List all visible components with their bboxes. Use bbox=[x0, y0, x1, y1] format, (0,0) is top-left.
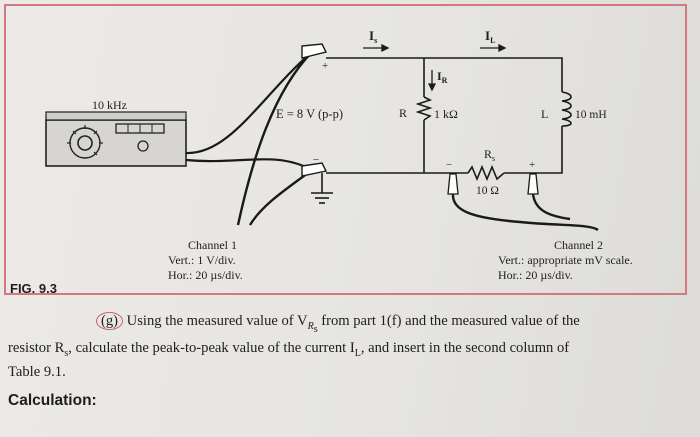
inductor-label: L bbox=[541, 107, 548, 121]
circuit-wires bbox=[321, 57, 563, 193]
svg-text:Rs: Rs bbox=[484, 147, 495, 163]
calculation-label: Calculation: bbox=[8, 392, 97, 409]
channel1-settings: Channel 1 Vert.: 1 V/div. Hor.: 20 µs/di… bbox=[168, 238, 243, 283]
question-text: (g) Using the measured value of VRs from… bbox=[8, 312, 580, 380]
channel1-vert: Vert.: 1 V/div. bbox=[168, 253, 236, 267]
figure-label: FIG. 9.3 bbox=[10, 281, 57, 296]
resistor-current-label: I bbox=[437, 69, 442, 83]
probe-clip-icon bbox=[447, 173, 539, 195]
part-label: (g) bbox=[96, 312, 124, 330]
sense-minus-sign: − bbox=[446, 159, 452, 171]
sense-plus-sign: + bbox=[529, 159, 535, 171]
resistor-1k-icon bbox=[415, 96, 433, 121]
plus-sign: + bbox=[322, 60, 328, 72]
svg-text:Is: Is bbox=[369, 28, 377, 45]
generator-frequency: 10 kHz bbox=[92, 98, 127, 112]
ground-icon bbox=[311, 192, 333, 204]
minus-sign: − bbox=[313, 154, 319, 166]
clip-icon bbox=[301, 43, 328, 177]
sense-resistor-icon bbox=[467, 164, 505, 182]
channel2-title: Channel 2 bbox=[554, 238, 603, 252]
channel1-title: Channel 1 bbox=[188, 238, 237, 252]
svg-text:IR: IR bbox=[437, 69, 448, 85]
resistor-value: 1 kΩ bbox=[434, 107, 458, 121]
svg-text:IL: IL bbox=[485, 28, 495, 45]
inductor-icon bbox=[561, 91, 572, 127]
channel2-hor: Hor.: 20 µs/div. bbox=[498, 268, 573, 282]
channel1-probe-leads bbox=[236, 51, 313, 226]
load-current-label: I bbox=[485, 28, 490, 43]
source-current-label: I bbox=[369, 28, 374, 43]
channel2-probe-leads bbox=[451, 193, 599, 232]
inductor-value: 10 mH bbox=[575, 109, 607, 121]
channel2-vert: Vert.: appropriate mV scale. bbox=[498, 253, 633, 267]
circuit-diagram: 10 kHz bbox=[45, 28, 607, 232]
current-arrows bbox=[363, 43, 507, 92]
channel1-hor: Hor.: 20 µs/div. bbox=[168, 268, 243, 282]
sense-resistor-value: 10 Ω bbox=[476, 185, 499, 197]
sense-resistor-label: R bbox=[484, 147, 492, 161]
figure-frame bbox=[4, 4, 687, 295]
channel2-settings: Channel 2 Vert.: appropriate mV scale. H… bbox=[498, 238, 633, 283]
function-generator bbox=[45, 111, 187, 167]
resistor-label: R bbox=[399, 106, 407, 120]
source-voltage: E = 8 V (p-p) bbox=[276, 107, 343, 121]
output-knob-icon bbox=[137, 140, 149, 152]
